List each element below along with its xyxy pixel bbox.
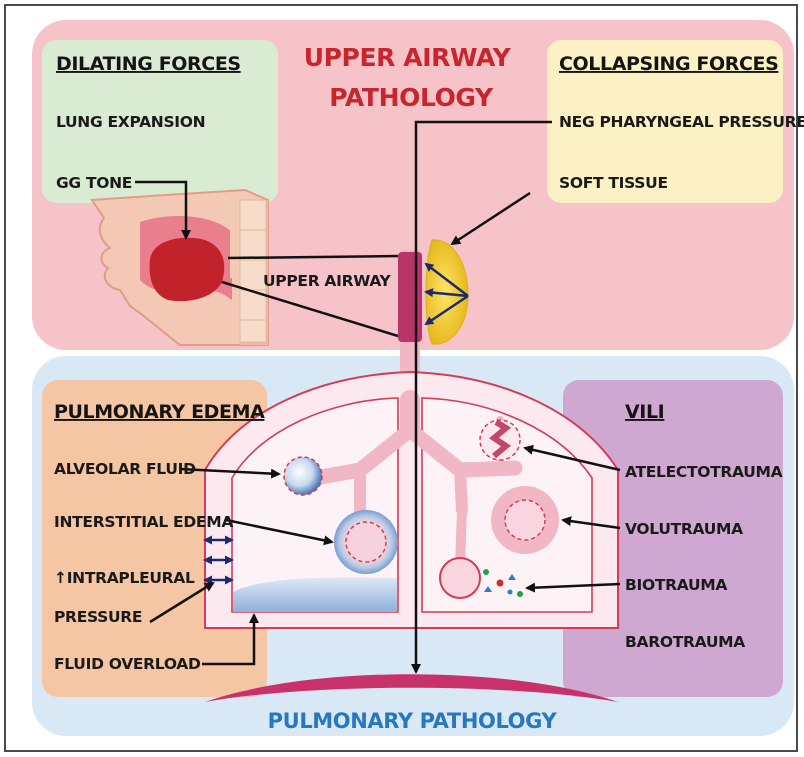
- dilating-forces-header: DILATING FORCES: [56, 53, 241, 75]
- pulmonary-pathology-title: PULMONARY PATHOLOGY: [268, 709, 558, 733]
- soft-tissue-label: SOFT TISSUE: [559, 174, 668, 192]
- alveolar-fluid-label: ALVEOLAR FLUID: [54, 460, 196, 478]
- atelectotrauma-label: ATELECTOTRAUMA: [625, 463, 783, 481]
- pulmonary-edema-header: PULMONARY EDEMA: [54, 401, 265, 423]
- interstitial-alveolus-core: [346, 522, 386, 562]
- biotrauma-alveolus: [440, 558, 480, 598]
- barotrauma-label: BAROTRAUMA: [625, 633, 745, 651]
- fluid-overload-label: FLUID OVERLOAD: [54, 655, 201, 673]
- upper-airway-segment: [398, 252, 422, 342]
- pressure-label: PRESSURE: [54, 608, 142, 626]
- upper-airway-label: UPPER AIRWAY: [263, 272, 392, 290]
- up-arrow-symbol: ↑: [54, 569, 67, 587]
- gg-tone-label: GG TONE: [56, 174, 132, 192]
- collapsing-forces-header: COLLAPSING FORCES: [559, 53, 778, 75]
- intrapleural-pressure-label: ↑INTRAPLEURAL: [54, 569, 195, 587]
- vili-header: VILI: [625, 401, 664, 423]
- lung-expansion-label: LUNG EXPANSION: [56, 113, 205, 131]
- intrapleural-label-line1: INTRAPLEURAL: [67, 569, 195, 587]
- alveolar-fluid-alveolus: [284, 457, 322, 495]
- tongue-shape: [150, 238, 225, 301]
- volutrauma-label: VOLUTRAUMA: [625, 520, 743, 538]
- volutrauma-alveolus-core: [505, 500, 545, 540]
- interstitial-edema-label: INTERSTITIAL EDEMA: [54, 513, 233, 531]
- upper-airway-title-line1: UPPER AIRWAY: [304, 43, 512, 72]
- neg-pharyngeal-pressure-label: NEG PHARYNGEAL PRESSURE: [559, 113, 804, 131]
- upper-airway-title-line2: PATHOLOGY: [329, 83, 494, 112]
- biotrauma-label: BIOTRAUMA: [625, 576, 727, 594]
